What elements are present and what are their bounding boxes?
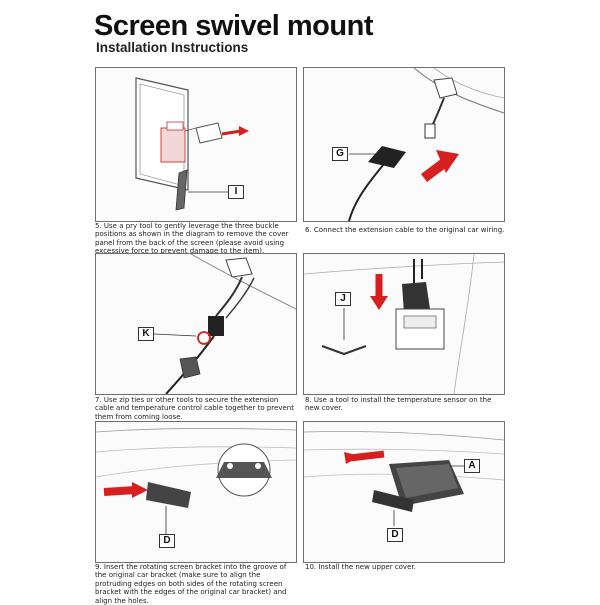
- label-d-step9: D: [159, 534, 175, 548]
- step-6-diagram: G: [303, 67, 505, 222]
- step-5-caption: 5. Use a pry tool to gently leverage the…: [95, 222, 289, 256]
- step-7-caption: 7. Use zip ties or other tools to secure…: [95, 396, 294, 421]
- label-i: I: [228, 185, 244, 199]
- step-6-caption: 6. Connect the extension cable to the or…: [305, 226, 505, 234]
- step-10-diagram: A D: [303, 421, 505, 563]
- page-title: Screen swivel mount: [94, 10, 374, 42]
- step-10-caption: 10. Install the new upper cover.: [305, 563, 416, 571]
- step-8-caption: 8. Use a tool to install the temperature…: [305, 396, 492, 413]
- step-8-diagram: J: [303, 253, 505, 395]
- page-subtitle: Installation Instructions: [96, 40, 249, 55]
- step-7-diagram: K: [95, 253, 297, 395]
- label-a: A: [464, 459, 480, 473]
- label-k: K: [138, 327, 154, 341]
- label-d-step10: D: [387, 528, 403, 542]
- step-9-caption: 9. Insert the rotating screen bracket in…: [95, 563, 287, 605]
- step-5-diagram: I: [95, 67, 297, 222]
- step-9-diagram: D: [95, 421, 297, 563]
- label-j: J: [335, 292, 351, 306]
- label-g: G: [332, 147, 348, 161]
